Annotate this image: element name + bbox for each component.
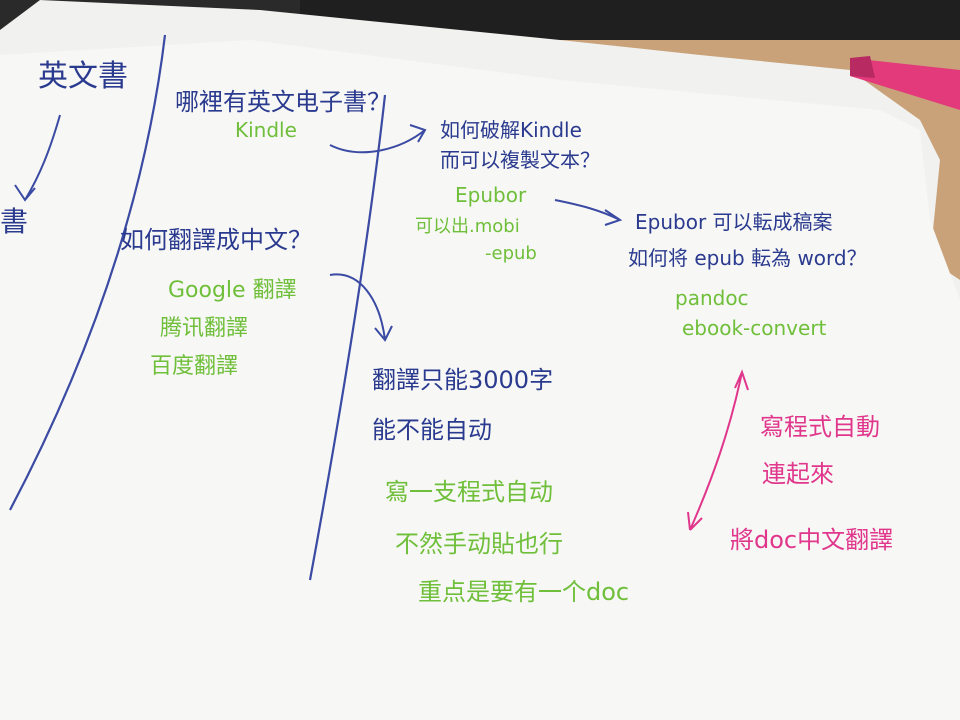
pink-double-arrow bbox=[687, 369, 749, 531]
pink-note-2: 連起來 bbox=[762, 460, 834, 488]
pink-highlighter bbox=[850, 58, 960, 110]
question-epub-word-2: 如何将 epub 転為 word？ bbox=[628, 246, 867, 270]
green-note-1: 寫一支程式自动 bbox=[385, 478, 553, 506]
question-english-ebooks: 哪裡有英文电子書？ bbox=[175, 88, 391, 116]
answer-translate-1: Google 翻譯 bbox=[168, 278, 297, 303]
question-epub-word-1: Epubor 可以転成稿案 bbox=[635, 210, 833, 234]
question-crack-kindle-1: 如何破解Kindle bbox=[440, 118, 582, 142]
answer-epubor: Epubor bbox=[455, 183, 527, 207]
question-crack-kindle-2: 而可以複製文本？ bbox=[440, 148, 600, 172]
epubor-arrow bbox=[554, 199, 623, 226]
can-automate: 能不能自动 bbox=[372, 416, 492, 444]
pink-note-1: 寫程式自動 bbox=[760, 413, 880, 441]
question-translate: 如何翻譯成中文？ bbox=[120, 226, 312, 254]
left-heading: 英文書 bbox=[38, 59, 128, 94]
green-note-2: 不然手动貼也行 bbox=[395, 530, 563, 558]
answer-translate-3: 百度翻譯 bbox=[150, 354, 239, 379]
epubor-note-1: 可以出.mobi bbox=[415, 216, 520, 237]
left-arrow bbox=[14, 114, 61, 202]
answer-kindle: Kindle bbox=[235, 118, 297, 142]
translation-limit: 翻譯只能3000字 bbox=[372, 366, 554, 394]
answer-ebook-convert: ebook-convert bbox=[682, 316, 827, 340]
kindle-arrow bbox=[329, 124, 427, 154]
answer-translate-2: 腾讯翻譯 bbox=[160, 316, 249, 341]
answer-pandoc: pandoc bbox=[675, 286, 749, 310]
highlighter-cap bbox=[850, 56, 875, 78]
translate-arrow bbox=[329, 273, 393, 342]
epubor-note-2: -epub bbox=[485, 243, 537, 264]
left-divider-line bbox=[9, 34, 167, 511]
left-bottom-text: 書 bbox=[0, 205, 29, 238]
green-note-3: 重点是要有一个doc bbox=[418, 578, 630, 606]
front-paper-sheet bbox=[0, 40, 960, 720]
middle-divider-line bbox=[308, 94, 387, 581]
pink-note-3: 將doc中文翻譯 bbox=[730, 526, 894, 554]
